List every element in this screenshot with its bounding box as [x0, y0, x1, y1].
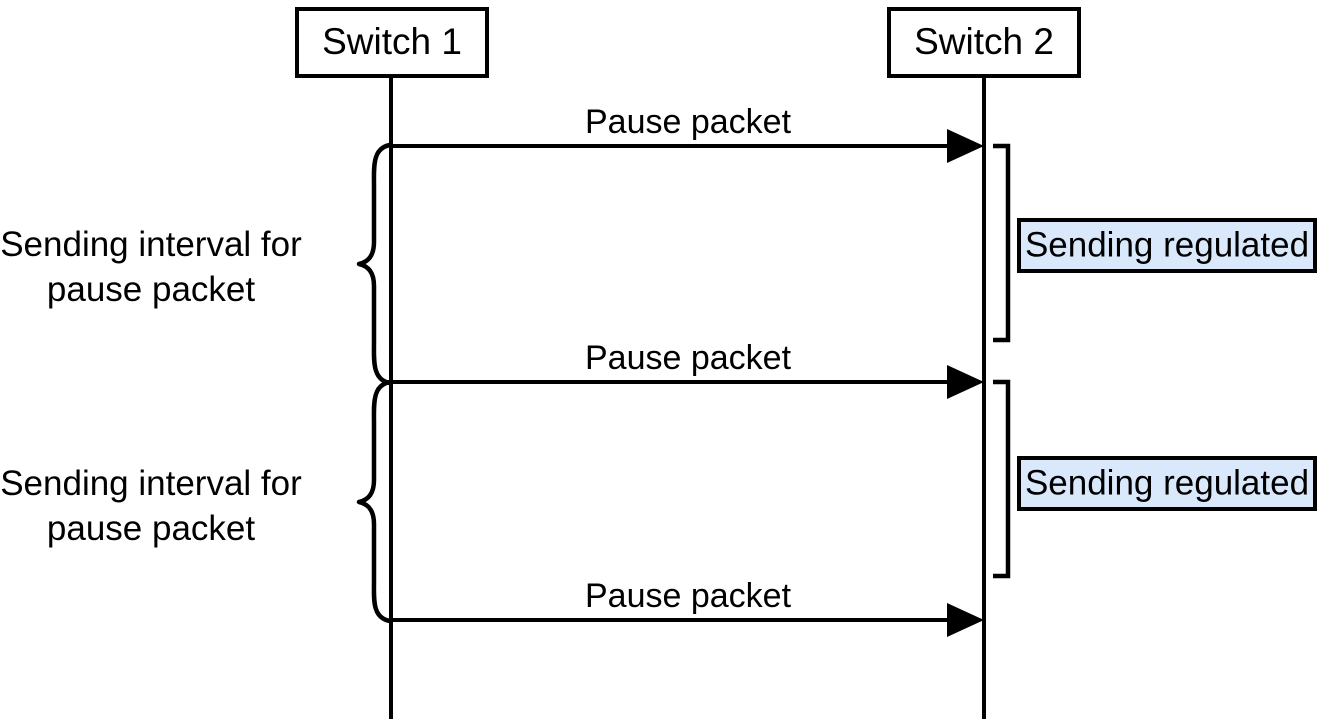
- interval-2-label: Sending interval for pause packet: [0, 464, 302, 548]
- participant-switch2[interactable]: Switch 2: [887, 7, 1081, 78]
- interval-2-label-line1: Sending interval for: [0, 464, 302, 503]
- interval-1-label-line1: Sending interval for: [0, 225, 302, 264]
- note-sending-regulated-1[interactable]: Sending regulated: [1017, 218, 1317, 273]
- participant-switch1[interactable]: Switch 1: [295, 7, 489, 78]
- participant-switch1-label: Switch 1: [322, 21, 462, 62]
- note-sending-regulated-2[interactable]: Sending regulated: [1017, 456, 1317, 511]
- note-sending-regulated-2-label: Sending regulated: [1025, 463, 1309, 502]
- message-3-label: Pause packet: [585, 577, 792, 615]
- participant-switch2-label: Switch 2: [914, 21, 1054, 62]
- interval-2-brace-icon: [356, 379, 393, 624]
- participant-switch2-box: [887, 7, 1081, 78]
- interval-1-label: Sending interval for pause packet: [0, 225, 302, 309]
- message-1-arrowhead-icon: [947, 129, 984, 163]
- message-1-label: Pause packet: [585, 103, 792, 141]
- message-2-arrowhead-icon: [947, 365, 984, 399]
- interval-1-brace-icon: [356, 142, 393, 386]
- message-2-label: Pause packet: [585, 339, 792, 377]
- note-sending-regulated-2-box: [1017, 456, 1317, 511]
- message-1[interactable]: Pause packet: [391, 103, 984, 163]
- interval-2-label-line2: pause packet: [47, 509, 255, 548]
- message-2[interactable]: Pause packet: [391, 339, 984, 399]
- message-3[interactable]: Pause packet: [391, 577, 984, 637]
- note-sending-regulated-1-label: Sending regulated: [1025, 225, 1309, 264]
- regulated-2-bracket-icon: [993, 379, 1011, 579]
- interval-1-label-line2: pause packet: [47, 270, 255, 309]
- note-sending-regulated-1-box: [1017, 218, 1317, 273]
- participant-switch1-box: [295, 7, 489, 78]
- message-3-arrowhead-icon: [947, 603, 984, 637]
- regulated-1-bracket-icon: [993, 143, 1011, 343]
